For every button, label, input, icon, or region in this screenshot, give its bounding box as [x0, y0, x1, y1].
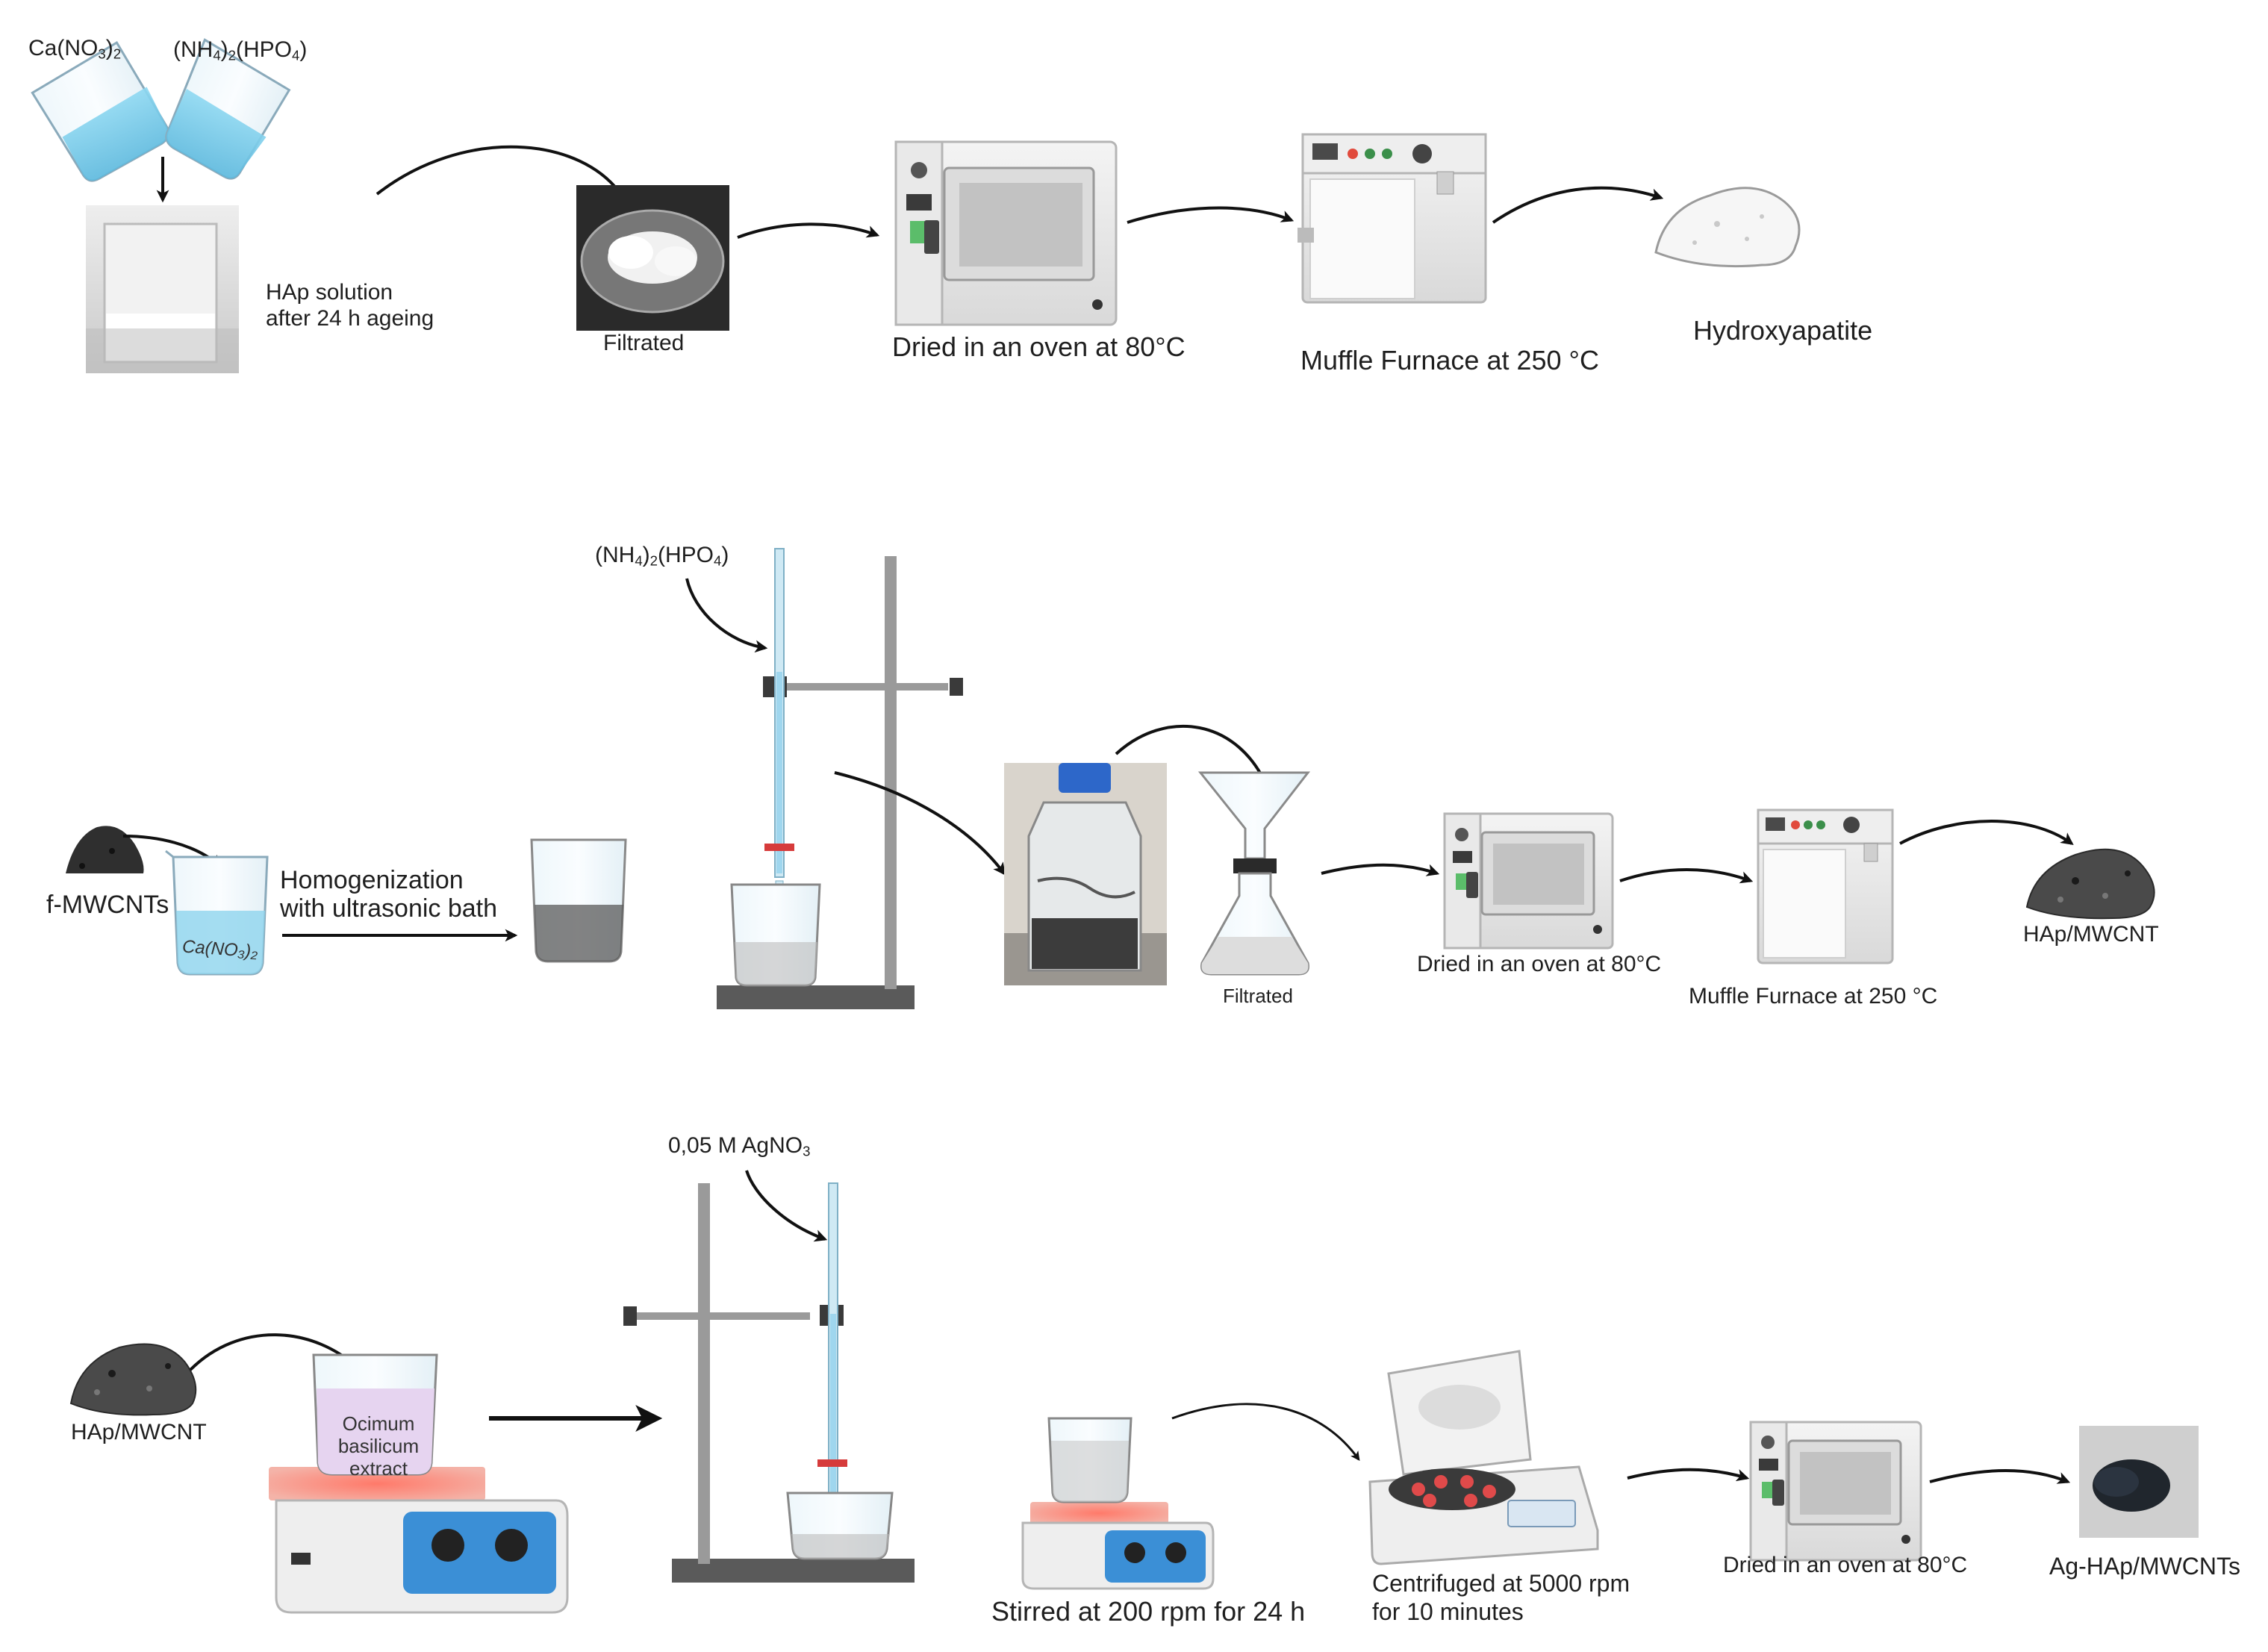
beaker-icon: [165, 850, 269, 976]
arrow-curve: [1619, 868, 1754, 884]
filtrated-label: Filtrated: [1223, 985, 1293, 1007]
hotplate-stirrer-icon: [1021, 1417, 1215, 1590]
arrow-curve: [1899, 820, 2074, 845]
hotplate-stirrer-icon: [269, 1467, 569, 1614]
pouring-beaker-right-icon: [165, 38, 291, 180]
hap-solution-label: HAp solution: [266, 280, 393, 305]
extract-beaker-icon: [312, 1353, 438, 1476]
arrow-curve: [1115, 724, 1271, 794]
centrifuge-icon: [1368, 1350, 1599, 1565]
centrifuged-label-2: for 10 minutes: [1372, 1598, 1524, 1625]
arrow-curve: [1127, 206, 1295, 224]
muffle-furnace-label: Muffle Furnace at 250 °C: [1300, 345, 1599, 375]
oven-icon: [1749, 1421, 1922, 1562]
reagent-ammonium-phosphate-label: (NH4)2(HPO4): [595, 543, 729, 569]
arrow-curve: [1171, 1403, 1360, 1462]
hap-solution-photo: [86, 205, 239, 373]
product-ag-hap-label: Ag-HAp/MWCNTs: [2049, 1553, 2241, 1580]
ultrasonic-bath-label: with ultrasonic bath: [280, 894, 498, 923]
filtrated-label: Filtrated: [603, 331, 685, 355]
arrow-curve: [1929, 1469, 2071, 1484]
product-hydroxyapatite-label: Hydroxyapatite: [1693, 315, 1873, 346]
oven-icon: [1443, 812, 1614, 950]
arrow-curve: [376, 145, 625, 200]
white-powder-icon: [1654, 187, 1801, 268]
bottle-photo: [1004, 763, 1167, 985]
burette-stand-icon: [717, 548, 963, 1009]
dried-oven-label: Dried in an oven at 80°C: [892, 331, 1186, 362]
dried-oven-label: Dried in an oven at 80°C: [1417, 952, 1662, 976]
arrow-curve: [834, 771, 1006, 876]
reagent-silver-nitrate-label: 0,05 M AgNO3: [668, 1133, 811, 1159]
muffle-furnace-label: Muffle Furnace at 250 °C: [1689, 984, 1938, 1009]
extract-line-2: basilicum: [337, 1434, 420, 1457]
ageing-label: after 24 h ageing: [266, 306, 434, 331]
dark-powder-icon: [69, 1343, 197, 1416]
beaker-dark-icon: [530, 838, 627, 963]
arrow-curve: [1627, 1468, 1750, 1482]
extract-line-1: Ocimum: [342, 1412, 415, 1435]
arrow-curve: [737, 222, 880, 239]
oven-icon: [894, 140, 1118, 326]
funnel-flask-icon: [1197, 771, 1311, 976]
arrow-curve: [745, 1170, 828, 1242]
stirred-label: Stirred at 200 rpm for 24 h: [991, 1596, 1306, 1627]
f-mwcnts-label: f-MWCNTs: [46, 891, 169, 919]
homogenization-label: Homogenization: [280, 866, 464, 894]
black-powder-icon: [66, 826, 144, 873]
centrifuged-label-1: Centrifuged at 5000 rpm: [1372, 1570, 1630, 1597]
burette-stand-icon: [623, 1182, 915, 1583]
product-hap-mwcnt-label: HAp/MWCNT: [2023, 922, 2159, 947]
arrow-curve: [1321, 863, 1440, 876]
muffle-furnace-icon: [1757, 808, 1894, 964]
filtrated-photo: [576, 185, 729, 331]
extract-line-3: extract: [349, 1456, 408, 1480]
hap-mwcnt-label: HAp/MWCNT: [71, 1420, 207, 1444]
reagent-ammonium-phosphate-label: (NH4)2(HPO4): [173, 37, 308, 63]
extract-label: Ocimum basilicum extract: [323, 1412, 434, 1480]
reagent-calcium-nitrate-label: Ca(NO3)2: [28, 36, 122, 62]
ag-hap-powder-photo: [2079, 1426, 2199, 1538]
dark-powder-icon: [2025, 848, 2155, 920]
arrow-curve: [685, 578, 768, 653]
arrow-curve: [1492, 186, 1664, 224]
dried-oven-label: Dried in an oven at 80°C: [1723, 1553, 1968, 1577]
muffle-furnace-icon: [1297, 133, 1487, 304]
pouring-beaker-left-icon: [31, 41, 169, 182]
